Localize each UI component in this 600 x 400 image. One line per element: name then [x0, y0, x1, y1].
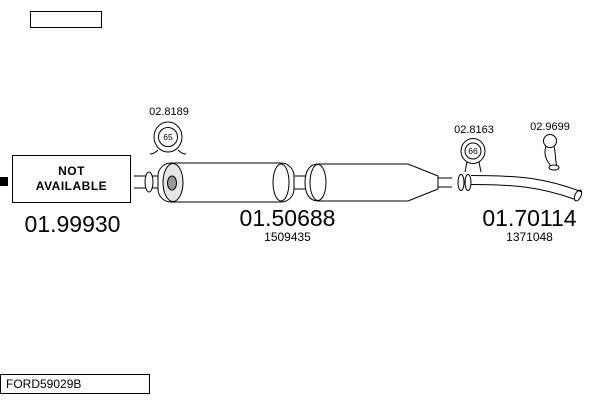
left-margin-mark	[0, 177, 8, 186]
mount-label-02-8163: 02.8163	[454, 124, 494, 136]
corner-reference-box	[30, 11, 102, 28]
hanger-65-badge: 65	[163, 132, 173, 142]
silencer-ref: 1509435	[264, 230, 311, 244]
silencer-part-number: 01.50688	[239, 205, 336, 231]
hanger-65-icon: 65	[149, 121, 187, 155]
rear-pipe-drawing	[457, 174, 583, 202]
mount-label-02-8189: 02.8189	[149, 106, 189, 118]
clamp-66-icon: 66	[460, 138, 486, 173]
not-available-box: NOT AVAILABLE	[12, 155, 131, 203]
na-part-number: 01.99930	[24, 211, 121, 237]
footer-code: FORD59029B	[6, 377, 82, 391]
footer-code-box: FORD59029B	[0, 374, 150, 394]
rearpipe-ref: 1371048	[506, 230, 553, 244]
rearpipe-part-number: 01.70114	[482, 205, 577, 231]
not-available-line1: NOT	[58, 164, 85, 178]
mount-label-02-9699: 02.9699	[530, 121, 570, 133]
not-available-line2: AVAILABLE	[35, 179, 108, 193]
hanger-icon	[543, 134, 560, 171]
silencer-drawing	[134, 162, 452, 203]
clamp-66-badge: 66	[468, 146, 478, 156]
